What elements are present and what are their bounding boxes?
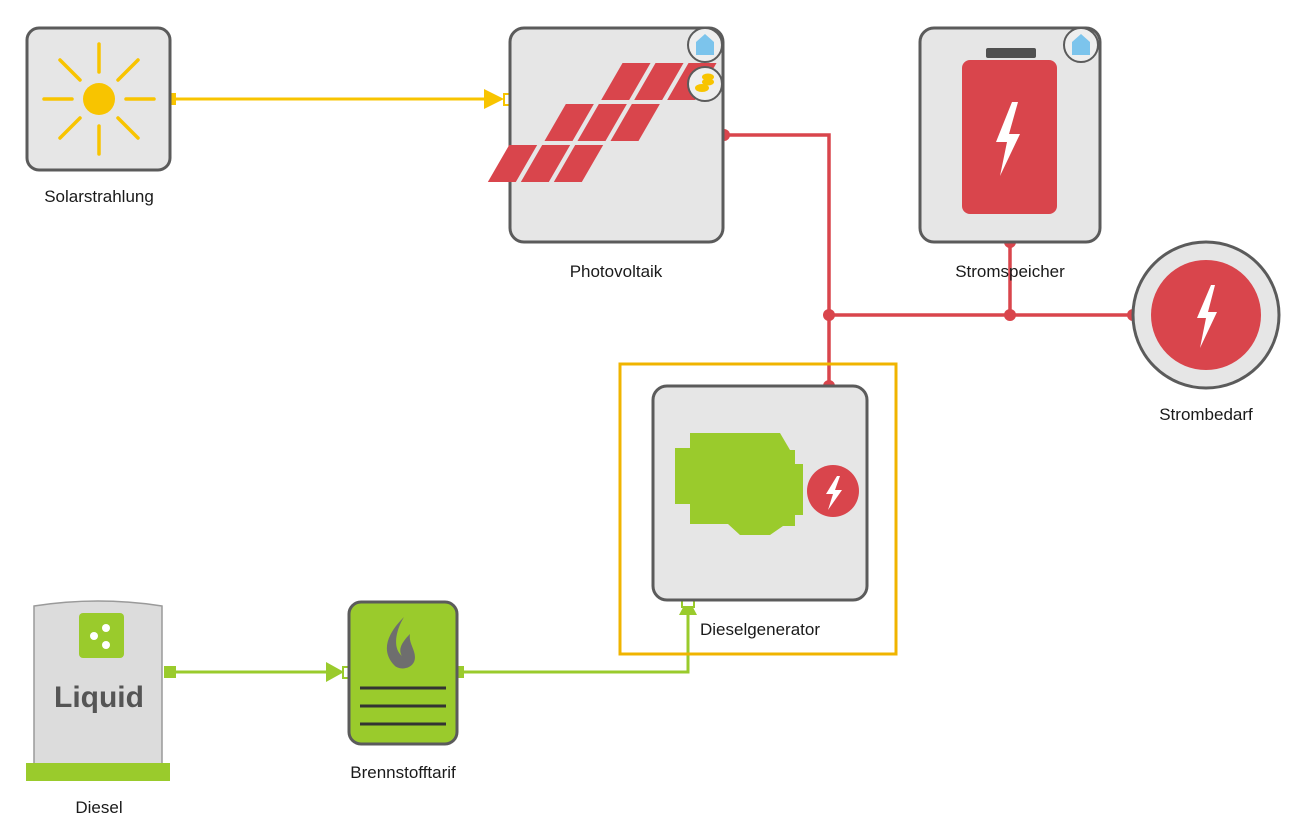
coins-icon	[695, 73, 714, 92]
connection-diesel-to-tariff[interactable]	[164, 662, 355, 682]
lightning-icon	[1197, 285, 1217, 348]
node-stromspeicher[interactable]	[918, 26, 1102, 244]
node-strombedarf[interactable]	[1131, 240, 1281, 390]
diesel-bar	[26, 763, 170, 781]
label-stromspeicher: Stromspeicher	[955, 262, 1065, 281]
house-badge[interactable]	[1063, 27, 1099, 63]
coins-badge[interactable]	[687, 66, 723, 102]
flame-icon	[386, 617, 415, 669]
battery-icon	[962, 48, 1057, 214]
house-icon	[696, 34, 714, 55]
tariff-lines	[360, 686, 446, 726]
node-dieselgenerator[interactable]	[618, 362, 898, 656]
droplets-icon	[79, 613, 124, 658]
sun-icon	[42, 42, 156, 156]
label-diesel: Diesel	[75, 798, 123, 817]
house-icon	[1072, 34, 1090, 55]
selection-frame	[618, 362, 898, 656]
lightning-icon	[826, 476, 842, 510]
label-photovoltaik: Photovoltaik	[569, 262, 663, 281]
node-solarstrahlung[interactable]	[25, 26, 172, 172]
lightning-output-badge	[807, 465, 859, 517]
connection-solar-to-pv[interactable]	[164, 89, 516, 109]
label-strombedarf: Strombedarf	[1159, 405, 1253, 424]
label-solarstrahlung: Solarstrahlung	[44, 187, 154, 206]
node-diesel[interactable]: Liquid	[26, 600, 170, 781]
house-badge[interactable]	[687, 27, 723, 63]
label-brennstofftarif: Brennstofftarif	[350, 763, 456, 782]
node-photovoltaik[interactable]	[487, 26, 725, 244]
label-dieselgenerator: Dieselgenerator	[699, 620, 820, 639]
node-brennstofftarif[interactable]	[347, 600, 459, 746]
engine-icon	[675, 433, 803, 535]
tank-text: Liquid	[54, 681, 144, 714]
solar-panel-icon	[487, 63, 717, 182]
